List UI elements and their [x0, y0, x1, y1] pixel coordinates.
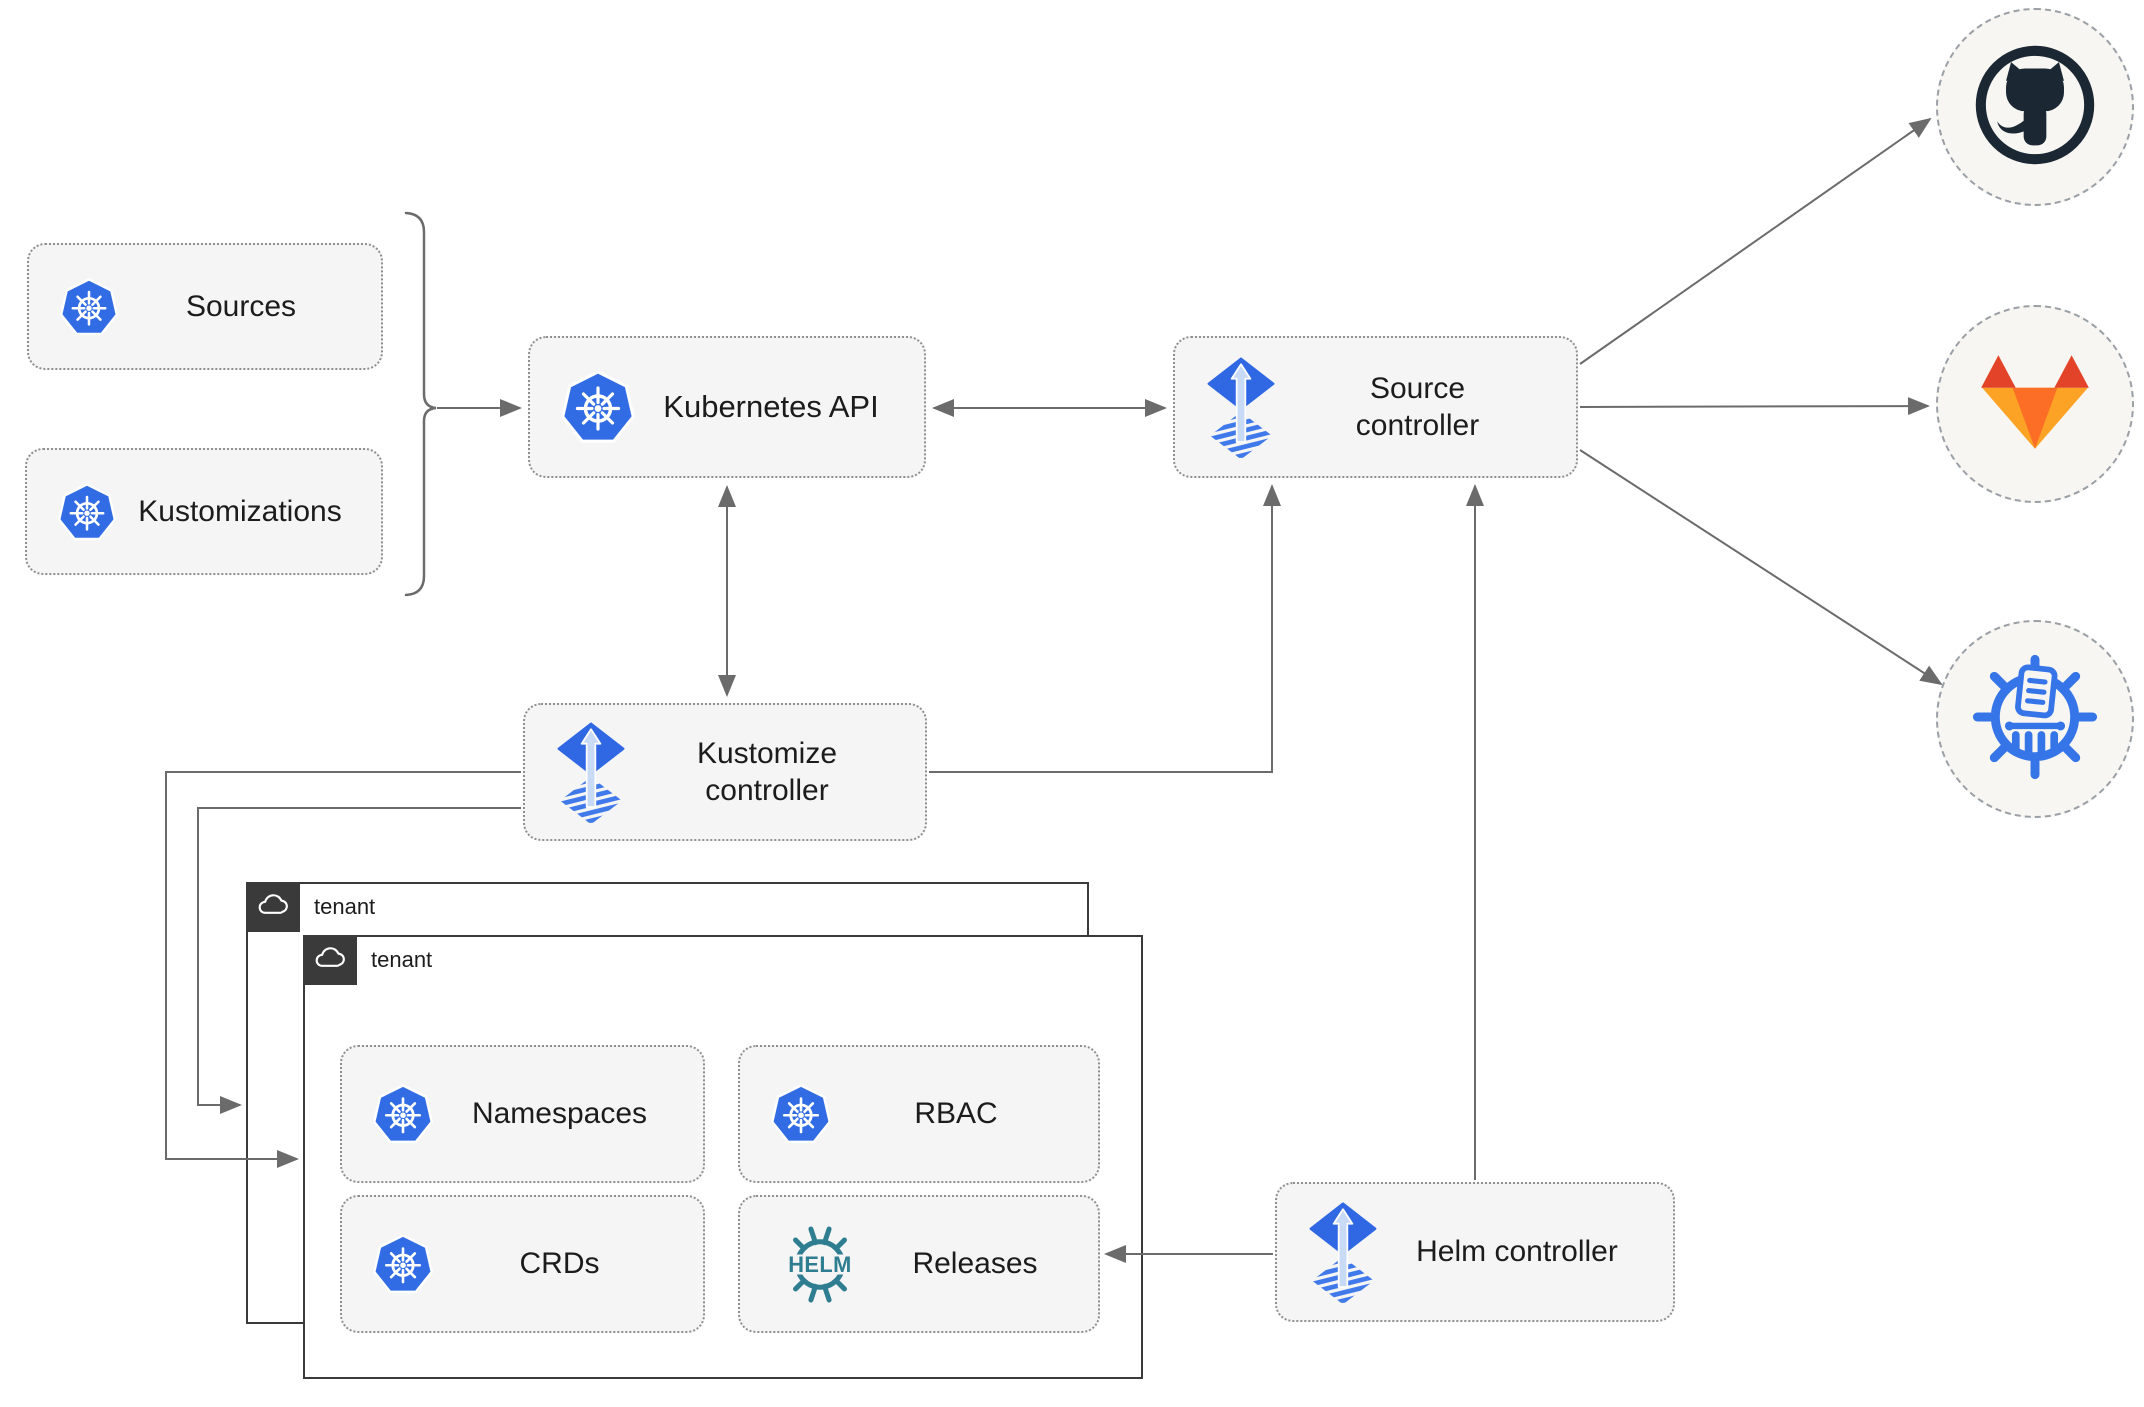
kubernetes-icon: [57, 482, 117, 542]
node-releases-label: Releases: [912, 1247, 1038, 1281]
node-source-controller-label: Source controller: [1355, 371, 1480, 443]
github-icon: [1972, 42, 2098, 173]
node-sources: Sources: [27, 243, 383, 370]
container-registry-icon: [1971, 653, 2099, 786]
edge-source-registry: [1579, 449, 1943, 686]
node-namespaces-label: Namespaces: [471, 1097, 648, 1131]
node-source-controller: Source controller: [1173, 336, 1578, 478]
flux-icon: [1205, 357, 1277, 458]
helm-icon: HELM: [770, 1219, 870, 1310]
node-crds: CRDs: [340, 1195, 705, 1333]
node-helm-controller-label: Helm controller: [1416, 1235, 1618, 1269]
node-rbac: RBAC: [738, 1045, 1100, 1183]
flux-icon: [555, 722, 627, 823]
cloud-icon: [313, 946, 347, 975]
node-sources-label: Sources: [185, 289, 297, 323]
node-helm-controller: Helm controller: [1275, 1182, 1675, 1322]
node-kustomizations: Kustomizations: [25, 448, 383, 575]
cloud-icon: [256, 893, 290, 922]
node-kubernetes-api: Kubernetes API: [528, 336, 926, 478]
node-crds-label: CRDs: [519, 1247, 600, 1281]
gitlab-icon: [1974, 351, 2096, 458]
endpoint-gitlab: [1936, 305, 2134, 503]
node-namespaces: Namespaces: [340, 1045, 705, 1183]
tenant-front-tab: [303, 935, 357, 985]
kubernetes-icon: [59, 277, 119, 337]
tenant-front-label: tenant: [371, 947, 433, 972]
edge-kustomize-source: [929, 484, 1281, 773]
brace-resources-group: [404, 211, 437, 597]
svg-text:HELM: HELM: [788, 1251, 852, 1276]
flux-icon: [1307, 1202, 1379, 1303]
node-rbac-label: RBAC: [914, 1097, 998, 1131]
node-kustomizations-label: Kustomizations: [138, 494, 342, 528]
tenant-back-tab: [246, 882, 300, 932]
kubernetes-icon: [770, 1083, 832, 1145]
node-releases: HELM Releases: [738, 1195, 1100, 1333]
node-kustomize-controller: Kustomize controller: [523, 703, 927, 841]
kubernetes-icon: [560, 369, 636, 445]
edge-source-gitlab: [1579, 397, 1930, 416]
node-kustomize-controller-label: Kustomize controller: [696, 736, 838, 808]
node-kubernetes-api-label: Kubernetes API: [663, 388, 879, 424]
edge-source-github: [1579, 117, 1932, 365]
tenant-back-label: tenant: [314, 894, 376, 919]
endpoint-github: [1936, 8, 2134, 206]
kubernetes-icon: [372, 1233, 434, 1295]
kubernetes-icon: [372, 1083, 434, 1145]
endpoint-container-registry: [1936, 620, 2134, 818]
